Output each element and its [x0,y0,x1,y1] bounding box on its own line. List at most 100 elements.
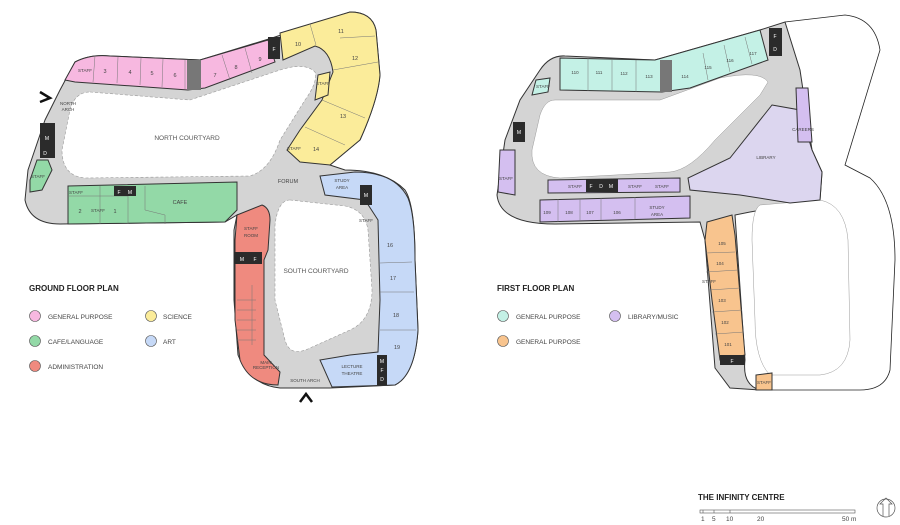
label: GROUND FLOOR PLAN [29,284,119,293]
plan-shape [68,186,166,224]
label: RECEPTION [253,365,279,370]
label: STAFF [568,184,582,189]
label: STAFF [91,208,105,213]
label: CAFE [173,200,188,206]
label: 102 [721,320,729,325]
plan-shape [699,509,856,514]
plan-shape [314,71,331,101]
plan-shape [145,310,157,322]
label: F [117,190,120,196]
south-courtyard [274,199,373,352]
label: M [517,130,521,136]
entrance-arrow-north [39,90,53,104]
label: ARCH [62,107,75,112]
label: M [240,257,244,263]
label: 1 [701,516,705,523]
label: STAFF [69,190,83,195]
label: D [380,377,384,383]
plan-shape [879,497,893,516]
plan-shape [609,310,621,322]
label: 10 [726,516,734,523]
label: 7 [213,73,216,79]
label: 9 [258,57,261,63]
label: AREA [651,212,663,217]
label: SOUTH ARCH [290,378,320,383]
label: 5 [150,71,153,77]
plan-shape [557,197,636,222]
plan-shape [531,77,551,96]
label: THEATRE [342,371,363,376]
label: 101 [724,342,732,347]
label: STAFF [359,218,373,223]
label: STAFF [702,279,716,284]
scale-bar: 1 5 10 20 50 m [699,509,856,523]
label: STAFF [536,84,550,89]
label: LECTURE [341,364,362,369]
label: 4 [128,70,131,76]
label: M [364,193,368,199]
plan-shape [586,179,618,192]
label: GENERAL PURPOSE [516,314,581,321]
plan-shape [29,310,41,322]
label: 116 [726,58,734,63]
label: D [599,184,603,190]
label: D [43,151,47,157]
label: STAFF [31,174,45,179]
plan-shape [92,47,253,89]
label: 20 [757,516,765,523]
label: THE INFINITY CENTRE [698,493,785,502]
plan-shape [755,372,773,391]
plan-shape [497,310,509,322]
first-north-void [531,74,769,179]
label: GENERAL PURPOSE [516,339,581,346]
label: F [272,47,275,53]
label: STAFF [316,81,330,86]
label: F [589,184,592,190]
plan-shape [360,185,372,205]
first-south-void [751,199,851,376]
label: MAIN [260,360,271,365]
general-purpose-wing [64,39,276,91]
label: F [380,368,383,374]
plan-shape [705,251,745,335]
label: 114 [681,74,689,79]
plan-shape [29,159,53,193]
label: SCIENCE [163,314,193,321]
label: 8 [234,65,237,71]
plan-shape [237,285,256,345]
label: 109 [543,210,551,215]
service-core-west [40,123,55,158]
label: STAFF [499,176,513,181]
plan-shape [379,261,416,331]
plan-shape [660,60,672,92]
label: 5 [712,516,716,523]
science-wing [279,11,381,166]
label: 111 [596,70,603,75]
plan-shape [769,28,782,56]
label: F [253,257,256,263]
label: 18 [393,313,399,319]
lift-f [268,37,280,59]
label: 12 [352,56,358,62]
label: 6 [173,73,176,79]
label: STAFF [628,184,642,189]
label: 110 [571,70,579,75]
plan-shape [29,360,41,372]
plan-shape [234,252,262,264]
plan-shape [145,335,157,347]
label: F [773,34,776,40]
label: 107 [586,210,594,215]
label: 14 [313,147,319,153]
label: 117 [749,51,757,56]
plan-shape [513,122,525,142]
label: D [773,47,777,53]
north-courtyard [61,66,316,179]
label: LIBRARY/MUSIC [628,314,679,321]
label: STAFF [78,68,92,73]
label: 19 [394,345,400,351]
label: 104 [716,261,724,266]
label: CAFE/LANGUAGE [48,339,104,346]
label: AREA [336,185,348,190]
label: 50 m [842,516,856,523]
